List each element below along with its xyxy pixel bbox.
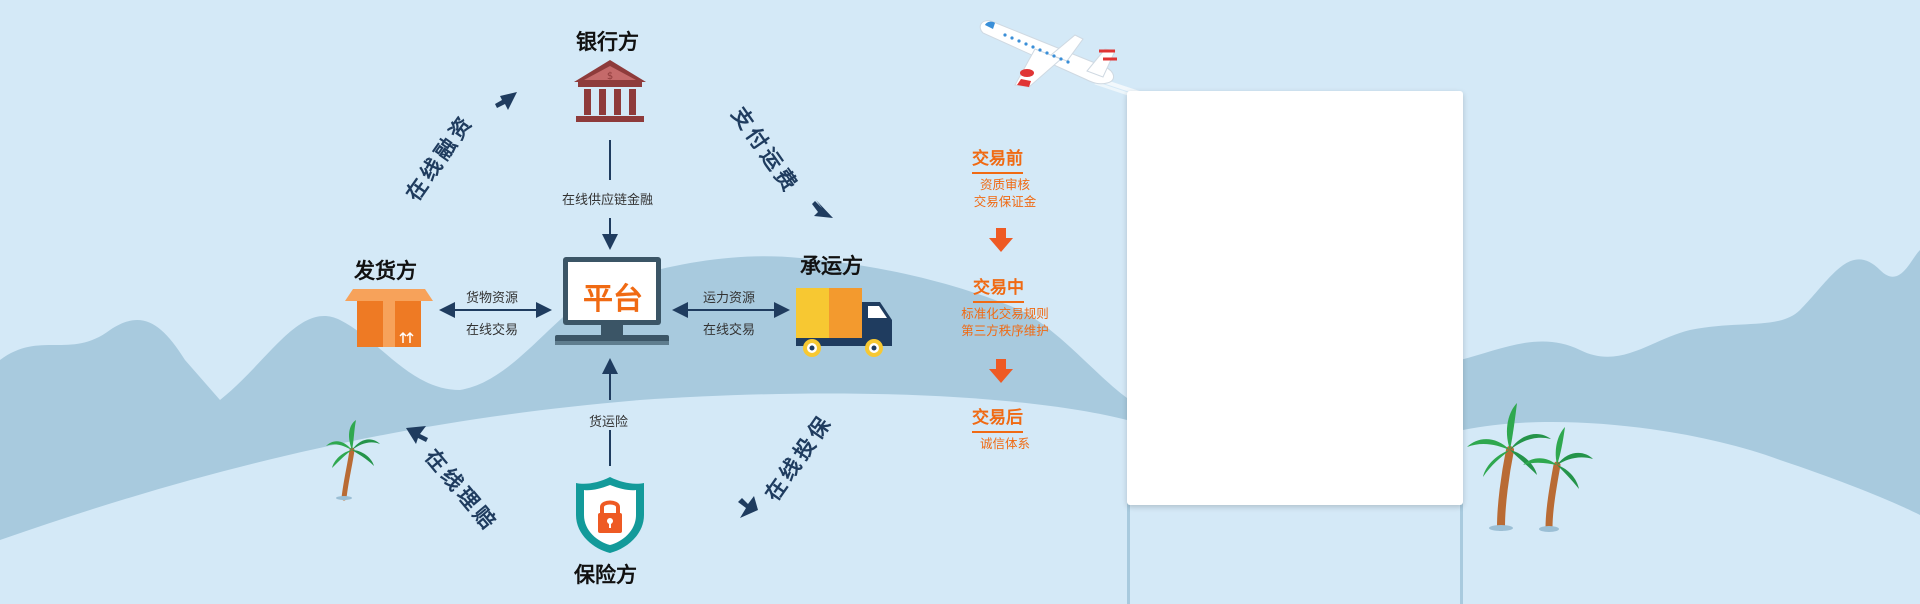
airplane-icon	[979, 20, 1156, 105]
stage-before-line-1: 资质审核	[979, 177, 1030, 192]
carrier-trade-label: 在线交易	[703, 323, 756, 338]
stage-during-line-2: 第三方秩序维护	[961, 323, 1049, 338]
bank-label: 银行方	[576, 30, 639, 54]
carrier-resource-label: 运力资源	[703, 291, 756, 306]
down-arrow-icon	[989, 228, 1013, 252]
stage-after-line-1: 诚信体系	[979, 436, 1030, 451]
down-arrow-icon	[989, 359, 1013, 383]
shipper-resource-label: 货物资源	[466, 291, 519, 306]
monitor-icon	[555, 257, 669, 345]
box-icon	[345, 289, 433, 347]
shipper-label: 发货方	[354, 259, 417, 283]
stage-after-desc: 诚信体系	[966, 435, 1044, 452]
bank-icon: $	[574, 60, 646, 122]
stage-before-desc: 资质审核 交易保证金	[966, 176, 1044, 210]
palm-trees-icon	[1467, 403, 1593, 532]
carrier-label: 承运方	[800, 254, 863, 278]
palm-tree-small-icon	[326, 420, 380, 501]
insurance-label: 货运险	[589, 415, 629, 430]
stage-after-title: 交易后	[972, 403, 1023, 433]
shipper-trade-label: 在线交易	[466, 323, 519, 338]
insurer-label: 保险方	[574, 563, 637, 587]
content-panel	[1127, 91, 1463, 505]
truck-icon	[796, 288, 892, 357]
bank-platform-label: 在线供应链金融	[562, 193, 654, 208]
platform-label: 平台	[583, 282, 643, 317]
stage-during-desc: 标准化交易规则 第三方秩序维护	[955, 305, 1055, 339]
stage-before-line-2: 交易保证金	[973, 194, 1037, 209]
stage-before-title: 交易前	[972, 144, 1023, 174]
stage-during-line-1: 标准化交易规则	[961, 306, 1049, 321]
svg-text:$: $	[607, 71, 613, 82]
stage-during-title: 交易中	[973, 273, 1024, 303]
shield-lock-icon	[576, 477, 644, 553]
